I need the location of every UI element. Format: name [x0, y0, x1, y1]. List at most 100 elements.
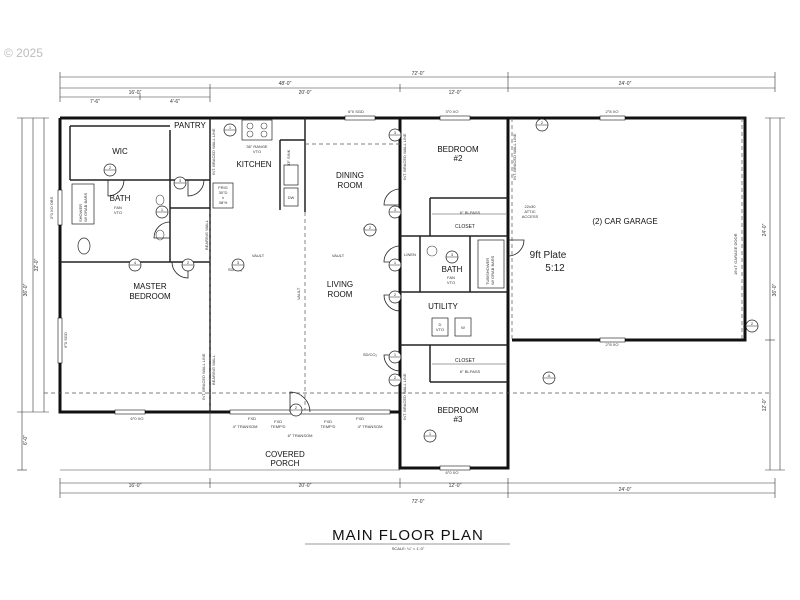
note-fan-master-2: VTO: [114, 210, 122, 215]
note-fridge-3: x: [222, 195, 224, 200]
note-fxd-3a: FXD: [324, 419, 332, 424]
note-dryer-1: D: [439, 322, 442, 327]
note-vault-1: VAULT: [252, 253, 265, 258]
dim-depth-left: 36'-0": [23, 283, 29, 296]
window-master-bottom: 6°0 XO: [131, 416, 144, 421]
section-marker-label: 1: [394, 352, 397, 357]
dim-garage-top: 24'-0": [619, 81, 632, 87]
section-marker-label: A: [548, 373, 551, 378]
dim-seg2-bottom: 20'-0": [299, 483, 312, 489]
note-transom-right: 4° TRANSOM: [358, 424, 383, 429]
dryer-icon: [431, 317, 449, 337]
hall-sink-icon: [426, 245, 438, 257]
note-vault-3: VAULT: [296, 287, 301, 300]
dim-sub1-top: 7'-6": [90, 99, 100, 105]
note-washer: W: [461, 325, 465, 330]
window-garage-bottom: 2°8 XO: [606, 342, 619, 347]
note-shower-1: SHOWER: [78, 204, 83, 222]
dim-depth-right: 36'-0": [772, 283, 778, 296]
section-marker-label: 2: [394, 292, 397, 297]
roof-pitch: 5:12: [545, 263, 565, 274]
dim-overall-top: 72'-0": [412, 71, 425, 77]
note-fxd-1: FXD: [248, 416, 256, 421]
ceiling-lines: [44, 118, 770, 412]
room-dining-2: ROOM: [338, 181, 363, 190]
fixtures: [71, 119, 506, 365]
note-range-1: 36" RANGE: [246, 144, 268, 149]
room-kitchen: KITCHEN: [236, 160, 271, 169]
plate-height: 9ft Plate: [530, 250, 567, 261]
section-marker-label: 3: [394, 130, 397, 135]
section-marker-label: 2: [751, 321, 754, 326]
dim-seg3-top: 12'-0": [449, 90, 462, 96]
dim-garage-depth: 24'-0": [762, 223, 768, 236]
room-master-bath: BATH: [110, 194, 131, 203]
dishwasher-icon: [283, 187, 299, 207]
fridge-icon: [212, 182, 234, 209]
dim-seg2-top: 20'-0": [299, 90, 312, 96]
room-garage: (2) CAR GARAGE: [592, 217, 657, 226]
note-bearing-1: BEARING WALL: [204, 219, 209, 250]
bottom-dimensions: 16'-0" 20'-0" 12'-0" 24'-0" 72'-0": [59, 478, 776, 505]
note-attic-1: 22x30: [525, 204, 537, 209]
watermark: © 2025: [4, 46, 43, 60]
note-garage-door: 16'x7' GARAGE DOOR: [733, 233, 738, 275]
note-linen: LINEN: [404, 252, 416, 257]
dim-seg1-bottom: 16'-0": [129, 483, 142, 489]
notes: 36" RANGE VTO FRIG 30"D x 38"H DW 33" SI…: [78, 128, 738, 438]
room-hall-bath: BATH: [442, 265, 463, 274]
note-vault-2: VAULT: [332, 253, 345, 258]
toilet-icon: [77, 237, 91, 255]
section-marker-label: 1: [429, 431, 432, 436]
note-sink: 33" SINK: [286, 149, 291, 166]
plan-title: MAIN FLOOR PLAN: [332, 527, 484, 544]
note-attic-3: ACCESS: [522, 214, 539, 219]
window-garage-top: 2°8 XO: [606, 109, 619, 114]
note-bipass-top: 6° BI-PASS: [460, 210, 481, 215]
dim-seg3-bottom: 12'-0": [449, 483, 462, 489]
side-dimensions: 36'-0" 32'-0" 6'-0" 36'-0" 24'-0" 12'-0": [17, 117, 785, 471]
window-master-left: 6°0 SGD: [63, 332, 68, 348]
dim-garage-bottom: 24'-0": [619, 487, 632, 493]
note-braced-2: INT. BRACED WALL LINE: [201, 353, 206, 400]
note-fan-hall-1: FAN: [447, 275, 455, 280]
room-porch-1: COVERED: [265, 450, 305, 459]
section-marker-label: 4: [134, 260, 137, 265]
kitchen-sink-icon: [283, 164, 299, 186]
room-pantry: PANTRY: [174, 121, 206, 130]
window-bed2-top: 3°0 XO: [446, 109, 459, 114]
section-marker-label: 2: [187, 260, 190, 265]
note-transom-mid: 6° TRANSOM: [288, 433, 313, 438]
washer-icon: [454, 317, 472, 337]
room-bedroom2-2: #2: [454, 154, 463, 163]
room-dining-1: DINING: [336, 171, 364, 180]
note-fxd-4: FXD: [356, 416, 364, 421]
section-marker-label: 2: [394, 375, 397, 380]
note-braced-1: INT. BRACED WALL LINE: [211, 128, 216, 175]
note-braced-5: INT. BRACED WALL LINE: [512, 133, 517, 180]
room-bedroom3-1: BEDROOM: [437, 406, 479, 415]
dim-depth2-left: 32'-0": [34, 258, 40, 271]
room-living-2: ROOM: [328, 290, 353, 299]
note-bipass-bottom: 6° BI-PASS: [460, 369, 481, 374]
section-marker-label: 1: [229, 125, 232, 130]
note-shower-2: W/ GRAB BARS: [83, 192, 88, 222]
note-sd-3: SD/CO₂: [363, 352, 378, 357]
dim-porch-depth: 6'-0": [23, 435, 29, 445]
section-marker-label: 2: [541, 120, 544, 125]
dim-sub2-top: 4'-6": [170, 99, 180, 105]
section-marker-label: 3: [451, 252, 454, 257]
section-marker-label: 1: [394, 260, 397, 265]
vanity-sink-icon: [155, 194, 165, 206]
note-dw: DW: [288, 195, 295, 200]
window-kitchen-top: 6°0 SGD: [348, 109, 364, 114]
note-braced-3: INT. BRACED WALL LINE: [402, 133, 407, 180]
room-porch-2: PORCH: [271, 459, 300, 468]
dim-seg1-top: 16'-0": [129, 90, 142, 96]
window-bath-left: 3°0 XO OBS: [49, 196, 54, 219]
note-fridge-4: 38"H: [219, 200, 228, 205]
note-fan-hall-2: VTO: [447, 280, 455, 285]
section-marker-label: 1: [161, 207, 164, 212]
